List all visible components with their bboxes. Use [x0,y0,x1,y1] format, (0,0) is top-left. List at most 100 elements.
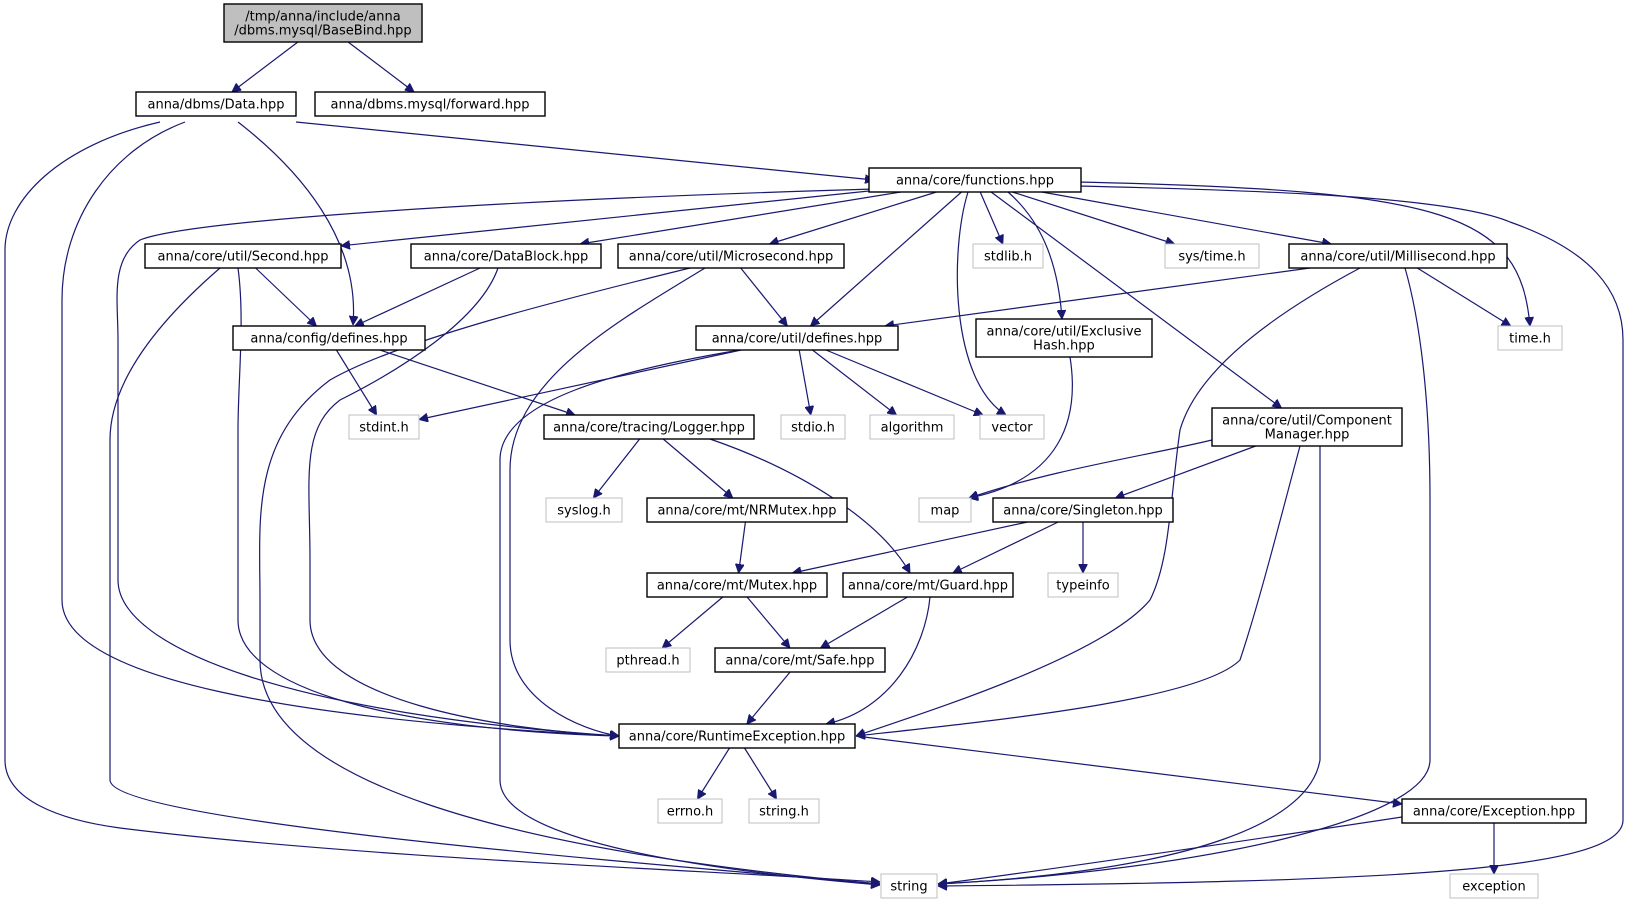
node-second[interactable]: anna/core/util/Second.hpp [144,243,342,269]
node-label: stdio.h [791,421,835,436]
edge-millisecond-to-timeh [1416,267,1510,326]
node-label: string.h [759,805,809,820]
node-syslog: syslog.h [545,497,623,523]
edge-component-to-string [938,446,1321,884]
edge-functions-to-systime [1012,191,1174,244]
node-microsecond[interactable]: anna/core/util/Microsecond.hpp [617,243,845,269]
edge-second-to-string [109,267,880,884]
node-box [232,325,426,351]
node-guard[interactable]: anna/core/mt/Guard.hpp [842,572,1014,598]
node-exception: exception [1449,873,1539,899]
node-box [314,91,546,117]
node-label: /dbms.mysql/BaseBind.hpp [234,24,411,39]
node-box [869,414,955,440]
node-stdlib: stdlib.h [972,243,1044,269]
node-box [972,243,1044,269]
node-label: Hash.hpp [1033,339,1095,354]
node-nrmutex[interactable]: anna/core/mt/NRMutex.hpp [646,497,848,523]
node-label: stdint.h [359,421,408,436]
node-label: anna/core/functions.hpp [896,174,1054,189]
edge-microsecond-to-string [259,267,880,884]
node-box [1288,243,1508,269]
node-configdefines[interactable]: anna/config/defines.hpp [232,325,426,351]
nodes-layer: /tmp/anna/include/anna/dbms.mysql/BaseBi… [135,3,1587,899]
edge-safe-to-runtime [747,671,791,724]
node-box [646,497,848,523]
node-exception_hpp[interactable]: anna/core/Exception.hpp [1401,798,1587,824]
node-box [223,3,423,43]
node-label: anna/core/util/Component [1222,414,1392,429]
edge-mutex-to-pthread [662,596,724,648]
node-box [695,325,899,351]
node-box [605,647,691,673]
node-box [918,497,972,523]
node-box [410,243,602,269]
node-label: anna/core/mt/Mutex.hpp [657,579,817,594]
node-string: string [880,873,938,899]
edge-utildefines-to-string [499,349,880,885]
node-label: /tmp/anna/include/anna [245,10,400,25]
node-box [780,414,846,440]
edge-functions-to-vector [956,191,1006,415]
edge-utildefines-to-stdio [798,349,811,415]
edge-singleton-to-mutex [792,521,1028,573]
node-box [1449,873,1539,899]
node-label: syslog.h [557,504,610,519]
node-mutex[interactable]: anna/core/mt/Mutex.hpp [646,572,828,598]
node-box [979,414,1045,440]
edge-functions-to-stdlib [979,191,1003,244]
node-label: map [931,504,960,519]
node-box [135,91,297,117]
node-data[interactable]: anna/dbms/Data.hpp [135,91,297,117]
node-typeinfo: typeinfo [1047,572,1119,598]
node-millisecond[interactable]: anna/core/util/Millisecond.hpp [1288,243,1508,269]
node-label: anna/core/DataBlock.hpp [424,250,588,265]
edges-layer [4,41,1624,886]
node-label: anna/core/mt/Safe.hpp [725,654,874,669]
node-box [975,318,1153,358]
node-stdint: stdint.h [348,414,420,440]
node-box [545,497,623,523]
node-utildefines[interactable]: anna/core/util/defines.hpp [695,325,899,351]
edge-utildefines-to-algorithm [812,349,897,415]
edge-nrmutex-to-mutex [739,521,746,573]
node-pthread: pthread.h [605,647,691,673]
edge-configdefines-to-stdint [335,349,376,415]
node-safe[interactable]: anna/core/mt/Safe.hpp [714,647,886,673]
node-forward[interactable]: anna/dbms.mysql/forward.hpp [314,91,546,117]
node-label: sys/time.h [1178,250,1245,265]
node-label: anna/core/util/Millisecond.hpp [1300,250,1495,265]
node-functions[interactable]: anna/core/functions.hpp [868,167,1082,193]
node-stringh: string.h [748,798,820,824]
node-label: anna/core/mt/NRMutex.hpp [657,504,836,519]
edge-millisecond-to-utildefines [885,267,1311,326]
edge-guard-to-runtime [826,596,931,724]
edge-data-to-functions [295,121,874,180]
node-box [748,798,820,824]
edge-functions-to-datablock [580,191,901,244]
node-box [618,723,856,749]
edge-exception_hpp-to-string [938,816,1403,884]
node-timeh: time.h [1497,325,1563,351]
node-box [868,167,1082,193]
node-label: anna/core/util/defines.hpp [712,332,883,347]
edge-logger-to-nrmutex [662,438,733,498]
edge-millisecond-to-runtime [856,267,1361,736]
edge-mutex-to-safe [746,596,790,648]
node-datablock[interactable]: anna/core/DataBlock.hpp [410,243,602,269]
node-root[interactable]: /tmp/anna/include/anna/dbms.mysql/BaseBi… [223,3,423,43]
node-singleton[interactable]: anna/core/Singleton.hpp [992,497,1174,523]
edge-functions-to-microsecond [770,191,937,244]
node-logger[interactable]: anna/core/tracing/Logger.hpp [543,414,755,440]
edge-utildefines-to-stdint [419,349,742,420]
node-label: errno.h [667,805,714,820]
node-label: stdlib.h [984,250,1032,265]
edge-functions-to-component [990,191,1281,408]
edge-functions-to-runtime [116,188,875,736]
node-box [1497,325,1563,351]
node-runtime[interactable]: anna/core/RuntimeException.hpp [618,723,856,749]
node-algorithm: algorithm [869,414,955,440]
node-box [714,647,886,673]
